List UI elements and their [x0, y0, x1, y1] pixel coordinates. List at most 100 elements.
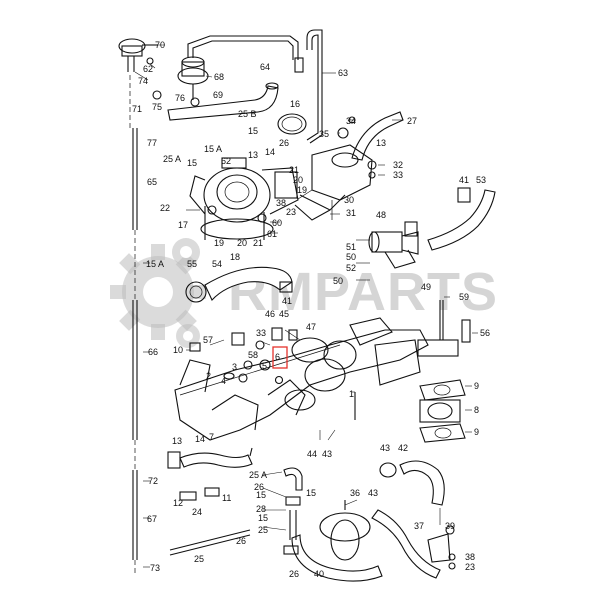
callout: 25 — [258, 525, 268, 535]
callout: 25 — [194, 554, 204, 564]
callout: 74 — [138, 76, 148, 86]
callout: 60 — [272, 218, 282, 228]
callout: 2 — [206, 371, 211, 381]
callout: 48 — [376, 210, 386, 220]
callout: 28 — [256, 504, 266, 514]
callout: 26 — [254, 482, 264, 492]
callout: 27 — [407, 116, 417, 126]
callout: 3 — [232, 362, 237, 372]
callout: 47 — [306, 322, 316, 332]
callout: 38 — [276, 198, 286, 208]
callout: 7 — [209, 432, 214, 442]
callout: 10 — [173, 345, 183, 355]
left-rods — [129, 75, 138, 575]
callout: 26 — [236, 536, 246, 546]
watermark-small-gear-icon — [172, 238, 200, 266]
callout: 26 — [279, 138, 289, 148]
callout: 1 — [349, 389, 354, 399]
callout: 57 — [203, 335, 213, 345]
callout: 50 — [333, 276, 343, 286]
callout: 49 — [421, 282, 431, 292]
callout: 62 — [221, 156, 231, 166]
callout: 12 — [173, 498, 183, 508]
callout: 66 — [148, 347, 158, 357]
callout: 70 — [155, 40, 165, 50]
callout: 25 B — [238, 109, 257, 119]
callout: 30 — [344, 195, 354, 205]
callout: 40 — [314, 569, 324, 579]
callout: 25 A — [249, 470, 267, 480]
callout: 31 — [346, 208, 356, 218]
callout: 32 — [393, 160, 403, 170]
callout: 68 — [214, 72, 224, 82]
callout: 26 — [289, 569, 299, 579]
callout: 45 — [279, 309, 289, 319]
highlight-box — [272, 346, 288, 369]
diaphragm-valve-36 — [291, 500, 456, 582]
callout: 15 — [258, 513, 268, 523]
callout: 16 — [290, 99, 300, 109]
callout: 13 — [172, 436, 182, 446]
callout: 22 — [160, 203, 170, 213]
callout: 21 — [253, 238, 263, 248]
callout: 13 — [376, 138, 386, 148]
upper-right-parts — [277, 111, 404, 161]
callout: 46 — [265, 309, 275, 319]
callout: 11 — [222, 493, 231, 503]
callout: 73 — [150, 563, 160, 573]
callout: 33 — [256, 328, 266, 338]
callout: 71 — [132, 104, 142, 114]
callout: 55 — [187, 259, 197, 269]
callout: 62 — [143, 64, 153, 74]
callout: 14 — [265, 147, 275, 157]
callout: 59 — [459, 292, 469, 302]
callout: 56 — [480, 328, 490, 338]
callout: 25 A — [163, 154, 181, 164]
callout: 15 A — [146, 259, 164, 269]
hose-69 — [167, 82, 279, 121]
watermark-small-gear-icon-2 — [176, 324, 200, 348]
callout: 43 — [368, 488, 378, 498]
hose-53 — [427, 187, 496, 251]
callout: 19 — [214, 238, 224, 248]
throttle-body — [189, 157, 299, 240]
callout: 42 — [398, 443, 408, 453]
callout: 5 — [262, 361, 267, 371]
callout: 6 — [275, 352, 280, 362]
callout: 53 — [476, 175, 486, 185]
callout: 9 — [474, 427, 479, 437]
callout: 50 — [346, 252, 356, 262]
callout: 51 — [346, 242, 356, 252]
callout: 15 — [306, 488, 316, 498]
callout: 4 — [221, 376, 226, 386]
callout: 34 — [346, 116, 356, 126]
callout: 44 — [307, 449, 317, 459]
callout: 54 — [212, 259, 222, 269]
callout: 67 — [147, 514, 157, 524]
callout: 37 — [414, 521, 424, 531]
callout: 36 — [350, 488, 360, 498]
callout: 15 — [256, 490, 266, 500]
callout-labels: 70 62 74 64 63 68 71 75 76 69 16 25 B 15… — [132, 40, 490, 579]
callout: 77 — [147, 138, 157, 148]
callout: 15 A — [204, 144, 222, 154]
callout: 69 — [213, 90, 223, 100]
callout: 58 — [248, 350, 258, 360]
intake-manifold — [174, 317, 429, 441]
air-valve-assembly — [294, 144, 377, 221]
callout: 76 — [175, 93, 185, 103]
callout: 38 — [465, 552, 475, 562]
callout: 61 — [267, 229, 277, 239]
callout: 9 — [474, 381, 479, 391]
callout: 20 — [237, 238, 247, 248]
callout: 39 — [445, 521, 455, 531]
vacuum-lines-top — [187, 29, 323, 144]
callout: 15 — [187, 158, 197, 168]
callout: 24 — [192, 507, 202, 517]
callout: 65 — [147, 177, 157, 187]
callout: 19 — [297, 185, 307, 195]
callout: 15 — [248, 126, 258, 136]
callout: 18 — [230, 252, 240, 262]
callout: 33 — [393, 170, 403, 180]
